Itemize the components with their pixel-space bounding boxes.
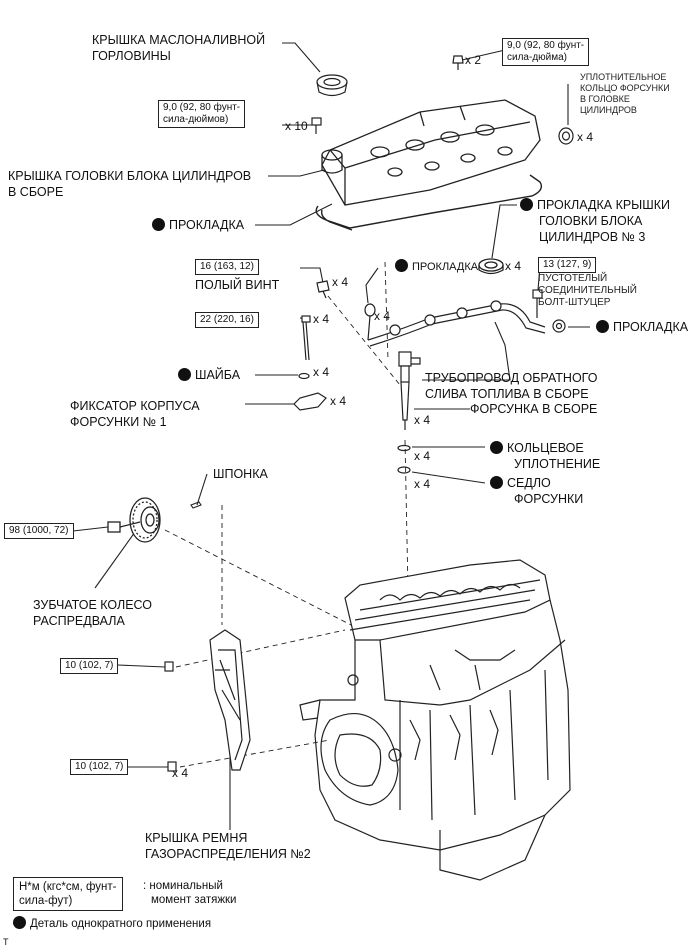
torque-box-cover-bolt-2: 10 (102, 7) xyxy=(70,759,129,775)
cap-bolt xyxy=(452,55,464,70)
qty-gasket-small: x 4 xyxy=(374,309,391,323)
seat-label: СЕДЛО ФОРСУНКИ xyxy=(490,475,583,507)
single-use-mark xyxy=(490,441,503,454)
qty-seal-ring: x 4 xyxy=(577,130,594,144)
timing-belt-cover xyxy=(209,629,251,771)
leader-return-pipe xyxy=(422,321,511,381)
dash-line-screw xyxy=(327,295,401,386)
injector-clamp xyxy=(293,392,327,411)
cover-bolt-part-1 xyxy=(164,661,174,672)
leader-gear-bolt xyxy=(72,526,109,532)
single-use-mark xyxy=(178,368,191,381)
union-bolt xyxy=(532,289,566,333)
leader-cap-bolts xyxy=(461,49,506,61)
leader-gasket3 xyxy=(491,204,517,259)
washer-part xyxy=(298,372,310,380)
engine-block xyxy=(299,559,571,881)
torque-box-gear-bolt: 98 (1000, 72) xyxy=(4,523,74,539)
single-use-mark xyxy=(395,259,408,272)
qty-washer: x 4 xyxy=(313,365,330,379)
fuel-injector xyxy=(398,351,421,430)
dash-line-cover2 xyxy=(179,739,331,768)
qty-gasket3: x 4 xyxy=(505,259,522,273)
o-ring-label: КОЛЬЦЕВОЕ УПЛОТНЕНИЕ xyxy=(490,440,600,472)
oil-filler-cap xyxy=(316,74,348,97)
injector-seal-ring xyxy=(558,127,574,145)
single-use-mark xyxy=(596,320,609,333)
qty-cover-bolts: x 10 xyxy=(285,119,308,133)
o-ring-part xyxy=(397,444,411,452)
legend-single-use: Деталь однократного применения xyxy=(13,916,211,932)
hollow-screw-label: ПОЛЫЙ ВИНТ xyxy=(195,278,280,292)
dash-line-cover1 xyxy=(175,629,346,668)
qty-cover-bolt-2: x 4 xyxy=(172,766,189,780)
qty-o-ring: x 4 xyxy=(414,449,431,463)
qty-cap-bolts: x 2 xyxy=(465,53,482,67)
injector-label: ФОРСУНКА В СБОРЕ xyxy=(470,402,598,416)
cylinder-head-cover xyxy=(321,99,541,206)
gasket-small-label: ПРОКЛАДКА xyxy=(395,259,478,275)
leader-key xyxy=(196,473,208,506)
torque-box-hollow-screw: 16 (163, 12) xyxy=(195,259,259,275)
torque-box-cap-bolts: 9,0 (92, 80 фунт-сила-дюйма) xyxy=(502,38,590,66)
footer-mark: T xyxy=(3,937,9,947)
head-cover-gasket xyxy=(315,174,543,231)
dash-line-pipe xyxy=(384,261,389,361)
cover-bolt-part-2 xyxy=(167,761,177,772)
hollow-screw xyxy=(316,280,330,299)
seat-part xyxy=(397,466,411,474)
key-label: ШПОНКА xyxy=(213,467,268,481)
key-part xyxy=(190,501,202,509)
qty-seat: x 4 xyxy=(414,477,431,491)
gasket-main-label: ПРОКЛАДКА xyxy=(152,217,244,233)
gasket-right-label: ПРОКЛАДКА xyxy=(596,319,688,335)
torque-box-clamp-bolt: 22 (220, 16) xyxy=(195,312,259,328)
leader-cover-bolt-1 xyxy=(117,664,166,668)
leader-seat xyxy=(411,471,486,484)
cover-bolt xyxy=(311,117,322,134)
qty-clamp: x 4 xyxy=(330,394,347,408)
leader-gasket-small xyxy=(365,267,379,304)
qty-injector: x 4 xyxy=(414,413,431,427)
dash-line-gear xyxy=(164,529,356,628)
washer-label: ШАЙБА xyxy=(178,367,240,383)
dash-line-injector xyxy=(404,439,409,591)
qty-clamp-bolt: x 4 xyxy=(313,312,330,326)
gasket3-label: ПРОКЛАДКА КРЫШКИ ГОЛОВКИ БЛОКА ЦИЛИНДРОВ… xyxy=(520,197,670,245)
single-use-mark xyxy=(152,218,165,231)
fuel-return-pipe xyxy=(364,300,546,347)
single-use-mark xyxy=(520,198,533,211)
camshaft-gear xyxy=(107,497,161,543)
leader-cam-gear xyxy=(94,524,141,589)
qty-hollow-screw: x 4 xyxy=(332,275,349,289)
clamp-bolt xyxy=(301,315,311,361)
torque-box-cover-bolts: 9,0 (92, 80 фунт-сила-дюймов) xyxy=(158,100,246,128)
leader-oil-cap xyxy=(282,42,321,73)
torque-box-union-bolt: 13 (127, 9) xyxy=(538,257,597,273)
single-use-mark xyxy=(490,476,503,489)
gasket-no3-ring xyxy=(478,258,504,275)
torque-box-cover-bolt-1: 10 (102, 7) xyxy=(60,658,119,674)
legend-torque-box: Н*м (кгс*см, фунт-сила-фут) xyxy=(13,877,123,911)
single-use-mark xyxy=(13,916,26,929)
leader-gasket-main xyxy=(255,203,333,226)
leader-hollow-screw xyxy=(300,267,324,284)
